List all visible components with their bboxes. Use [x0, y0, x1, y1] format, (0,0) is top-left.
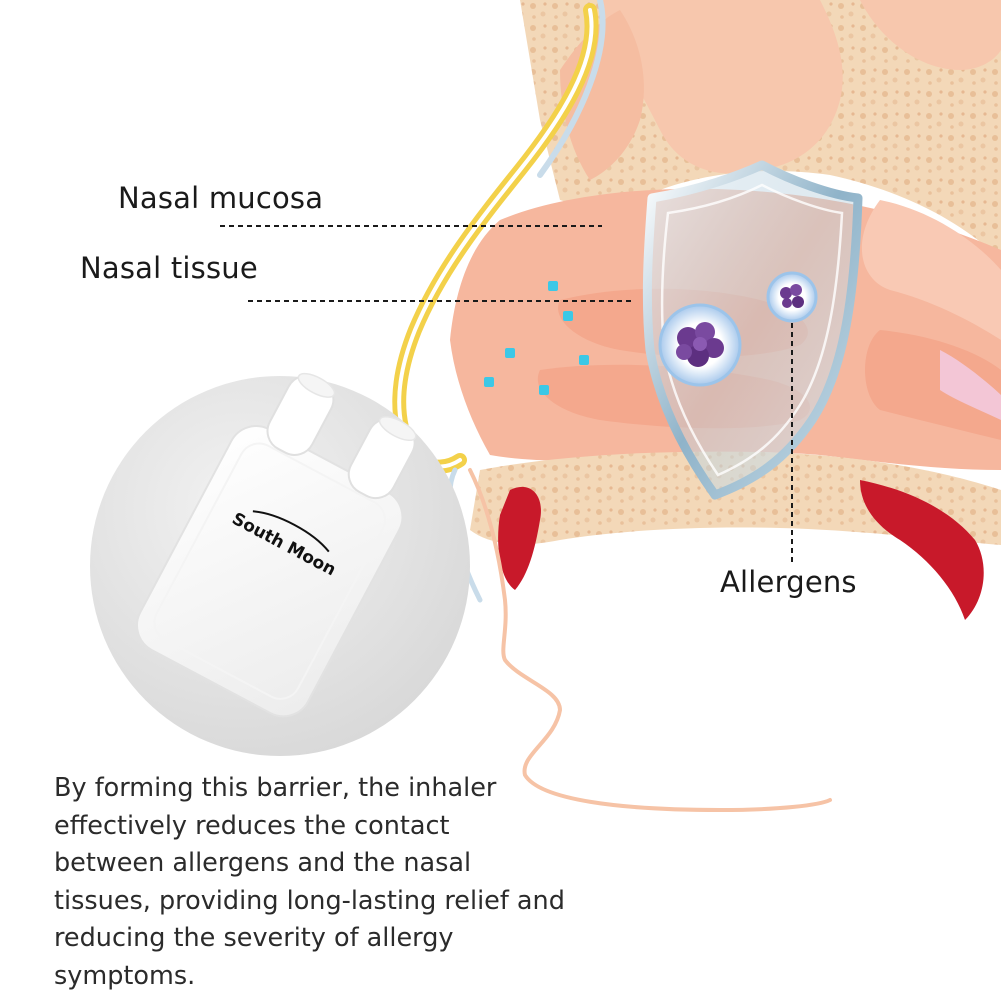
description-paragraph: By forming this barrier, the inhaler eff… — [54, 770, 614, 995]
allergen-cell-large — [658, 303, 742, 387]
label-allergens: Allergens — [720, 565, 857, 599]
description-line: effectively reduces the contact — [54, 810, 450, 841]
inhaler-device: South Moon — [136, 372, 417, 718]
description-line: tissues, providing long-lasting relief a… — [54, 885, 565, 916]
allergen-cell-small — [766, 271, 818, 323]
description-line: between allergens and the nasal — [54, 848, 472, 878]
label-nasal-mucosa: Nasal mucosa — [118, 181, 324, 215]
blood-vessels — [498, 480, 984, 620]
description-line: symptoms. — [54, 960, 196, 991]
medicine-particles — [484, 281, 589, 395]
description-line: By forming this barrier, the inhaler — [54, 773, 497, 803]
description-line: reducing the severity of allergy — [54, 923, 454, 953]
barrier-shield — [642, 160, 863, 500]
palate-bone — [470, 451, 1001, 545]
leader-lines — [220, 225, 793, 562]
label-nasal-tissue: Nasal tissue — [80, 251, 258, 285]
